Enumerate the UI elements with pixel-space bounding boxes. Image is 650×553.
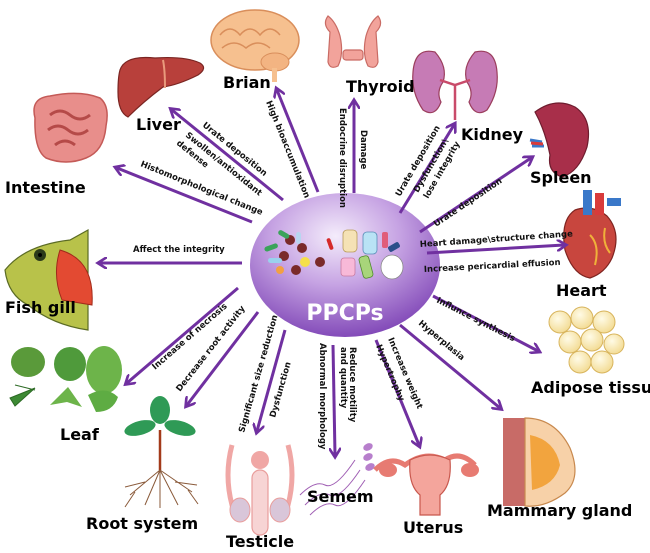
- effect-label: and quantity: [338, 347, 348, 409]
- arrow-brain: [277, 90, 320, 193]
- organ-label-thyroid: Thyroid: [346, 77, 415, 96]
- arrow-semem: [333, 344, 335, 455]
- organ-label-heart: Heart: [556, 281, 607, 300]
- brain-illustration: [210, 9, 300, 82]
- testicle-illustration: [225, 444, 295, 536]
- effect-label: Dysfunction: [268, 361, 293, 419]
- liver-illustration: [117, 56, 205, 118]
- effect-label: Endocrine disruption: [337, 108, 347, 208]
- arrow-mammary: [399, 323, 500, 408]
- effect-label: Increase pericardial effusion: [424, 258, 561, 275]
- effect-label: Urate deposition: [432, 176, 504, 229]
- arrows: [100, 90, 564, 455]
- cosmetics-icon: [340, 229, 404, 280]
- organ-label-mammary: Mammary gland: [487, 501, 632, 520]
- ppcps-center: PPCPs: [250, 193, 440, 337]
- thyroid-illustration: [324, 15, 382, 68]
- effect-label: Damage: [358, 130, 368, 169]
- effect-label: Abnormal morphology: [317, 343, 327, 450]
- arrow-spleen: [419, 158, 531, 234]
- arrow-heart: [426, 245, 564, 255]
- organ-label-fish-gill: Fish gill: [5, 298, 76, 317]
- arrow-kidney: [398, 125, 454, 214]
- uterus-illustration: [373, 453, 479, 516]
- organ-label-adipose: Adipose tissue: [531, 378, 650, 397]
- effect-label: Hyperplasia: [416, 319, 466, 364]
- organ-label-leaf: Leaf: [60, 425, 100, 444]
- pills-icon: [264, 230, 334, 275]
- arrow-uterus: [374, 339, 419, 445]
- organ-label-testicle: Testicle: [226, 532, 294, 551]
- organ-label-kidney: Kidney: [461, 125, 524, 144]
- fish-gill-illustration: [4, 228, 93, 331]
- effect-label: Affect the integrity: [133, 245, 225, 255]
- heart-illustration: [563, 190, 621, 279]
- organ-label-spleen: Spleen: [530, 168, 592, 187]
- organ-label-semem: Semem: [307, 487, 374, 506]
- organ-label-uterus: Uterus: [403, 518, 463, 537]
- mammary-gland-illustration: [503, 417, 576, 507]
- adipose-illustration: [548, 306, 625, 374]
- effect-label: Influnce synthesis: [435, 296, 517, 344]
- arrow-leaf: [127, 286, 239, 383]
- ppcps-label: PPCPs: [306, 301, 383, 326]
- kidney-illustration: [412, 50, 498, 120]
- arrow-testicle: [257, 329, 287, 431]
- organ-label-brain: Brian: [223, 73, 271, 92]
- arrow-adipose: [432, 294, 538, 351]
- arrow-intestine: [117, 168, 253, 224]
- intestine-illustration: [33, 92, 108, 163]
- organ-label-intestine: Intestine: [5, 178, 86, 197]
- spleen-illustration: [529, 102, 590, 178]
- effect-label: Reduce motility: [347, 347, 357, 423]
- organ-label-root-system: Root system: [86, 514, 198, 533]
- semem-illustration: [299, 443, 375, 516]
- root-system-illustration: [124, 396, 199, 508]
- organ-label-liver: Liver: [136, 115, 181, 134]
- leaf-illustration: [9, 346, 122, 412]
- arrow-root-system: [187, 311, 260, 405]
- arrow-liver: [172, 110, 284, 202]
